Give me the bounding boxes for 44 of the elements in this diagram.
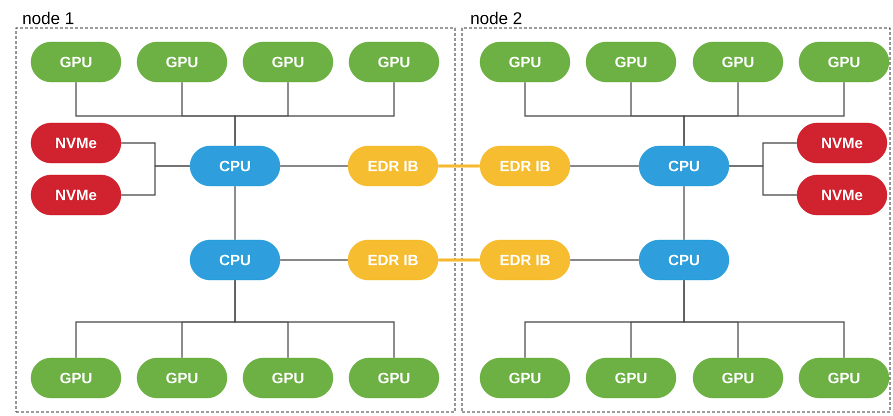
frame-heading: node 1 — [23, 12, 74, 24]
connector-line — [121, 165, 190, 196]
connector-line — [683, 82, 845, 146]
nvme-pill: NVMe — [796, 122, 888, 164]
connector-line — [729, 165, 797, 196]
nvme-pill: NVMe — [796, 174, 888, 216]
gpu-pill: GPU — [586, 358, 676, 398]
connector-line — [683, 280, 845, 358]
gpu-pill: GPU — [30, 358, 122, 398]
gpu-pill: GPU — [480, 42, 570, 82]
connector-line — [683, 186, 685, 240]
gpu-pill: GPU — [692, 358, 784, 398]
gpu-pill: GPU — [480, 358, 570, 398]
gpu-pill: GPU — [348, 42, 440, 82]
frame-heading: node 2 — [471, 12, 522, 24]
nvme-pill: NVMe — [30, 174, 122, 216]
cpu-pill: CPU — [638, 146, 730, 186]
gpu-pill: GPU — [586, 42, 676, 82]
gpu-pill: GPU — [692, 42, 784, 82]
gpu-pill: GPU — [136, 42, 228, 82]
gpu-pill: GPU — [798, 42, 890, 82]
network-card-pill: EDR IB — [348, 240, 438, 280]
network-card-pill: EDR IB — [480, 240, 570, 280]
gpu-pill: GPU — [242, 358, 334, 398]
network-card-pill: EDR IB — [348, 146, 438, 186]
connector-line — [234, 82, 395, 146]
gpu-pill: GPU — [798, 358, 890, 398]
nvme-pill: NVMe — [30, 122, 122, 164]
connector-line — [570, 259, 639, 261]
cpu-pill: CPU — [190, 146, 280, 186]
gpu-pill: GPU — [30, 42, 122, 82]
network-card-pill: EDR IB — [480, 146, 570, 186]
connector-line — [234, 280, 395, 358]
gpu-pill: GPU — [136, 358, 228, 398]
connector-line — [438, 164, 480, 168]
gpu-pill: GPU — [348, 358, 440, 398]
connector-line — [570, 165, 639, 167]
connector-line — [280, 165, 348, 167]
cpu-pill: CPU — [638, 240, 730, 280]
connector-line — [438, 258, 480, 262]
connector-line — [234, 186, 236, 240]
connector-line — [280, 259, 348, 261]
cpu-pill: CPU — [190, 240, 280, 280]
gpu-pill: GPU — [242, 42, 334, 82]
